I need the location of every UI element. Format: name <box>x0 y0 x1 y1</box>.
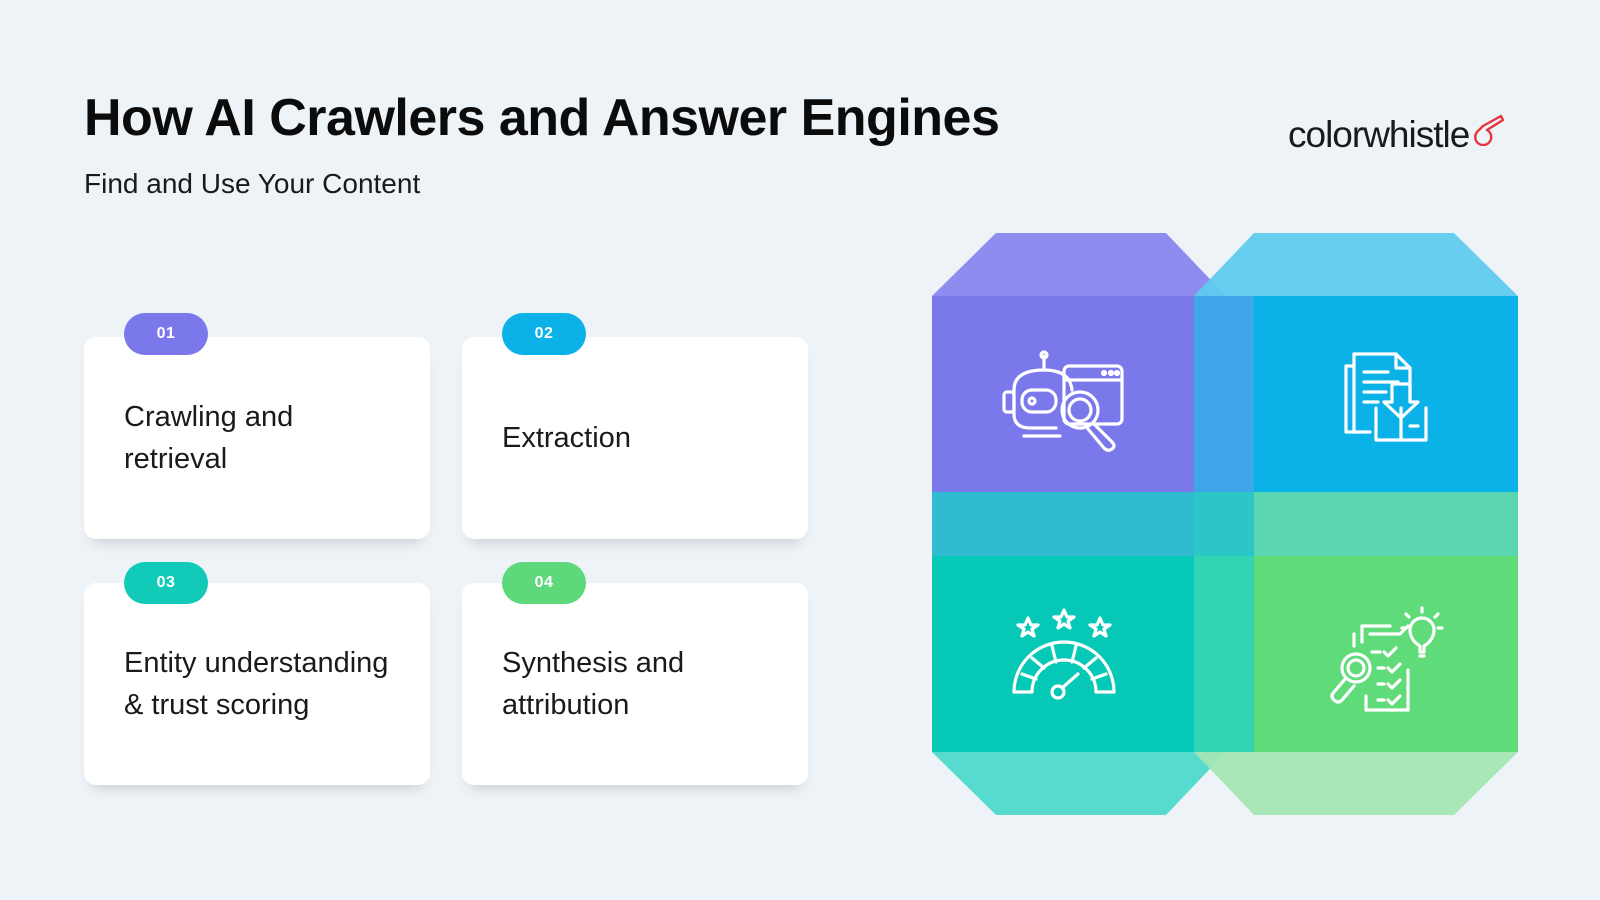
page-subtitle: Find and Use Your Content <box>84 168 421 199</box>
overlap-middle-left <box>932 492 1194 556</box>
step-label-line: Extraction <box>502 422 631 454</box>
overlap-center <box>1194 492 1254 556</box>
step-card-extraction: Extraction <box>462 337 808 539</box>
overlap-middle-right <box>1254 492 1518 556</box>
whistle-icon <box>1474 114 1505 146</box>
step-card-synthesis: Synthesis and attribution <box>462 583 808 785</box>
document-download-icon <box>1344 352 1428 442</box>
step-card-crawling: Crawling and retrieval <box>84 337 430 539</box>
step-label-line: & trust scoring <box>124 689 310 721</box>
overlap-center-bottom <box>1194 556 1254 752</box>
checklist-idea-icon <box>1330 606 1444 712</box>
step-label: Extraction <box>502 417 778 459</box>
rating-gauge-icon <box>1012 608 1116 700</box>
step-label-line: Synthesis and <box>502 647 685 679</box>
logo-text-light: color <box>1288 114 1364 155</box>
step-label: Crawling and retrieval <box>124 396 400 480</box>
step-number-badge: 02 <box>502 313 586 355</box>
step-label-line: attribution <box>502 689 630 721</box>
step-number-badge: 01 <box>124 313 208 355</box>
page-title: How AI Crawlers and Answer Engines <box>84 89 1000 147</box>
step-label: Entity understanding & trust scoring <box>124 642 400 726</box>
step-label-line: Crawling and <box>124 401 294 433</box>
logo-text-bold: whistle <box>1363 114 1470 155</box>
overlap-center-top <box>1194 296 1254 492</box>
step-label: Synthesis and attribution <box>502 642 778 726</box>
robot-search-icon <box>1002 350 1124 452</box>
step-label-line: retrieval <box>124 443 228 475</box>
step-card-entity: Entity understanding & trust scoring <box>84 583 430 785</box>
step-number-badge: 03 <box>124 562 208 604</box>
step-label-line: Entity understanding <box>124 647 389 679</box>
step-number-badge: 04 <box>502 562 586 604</box>
